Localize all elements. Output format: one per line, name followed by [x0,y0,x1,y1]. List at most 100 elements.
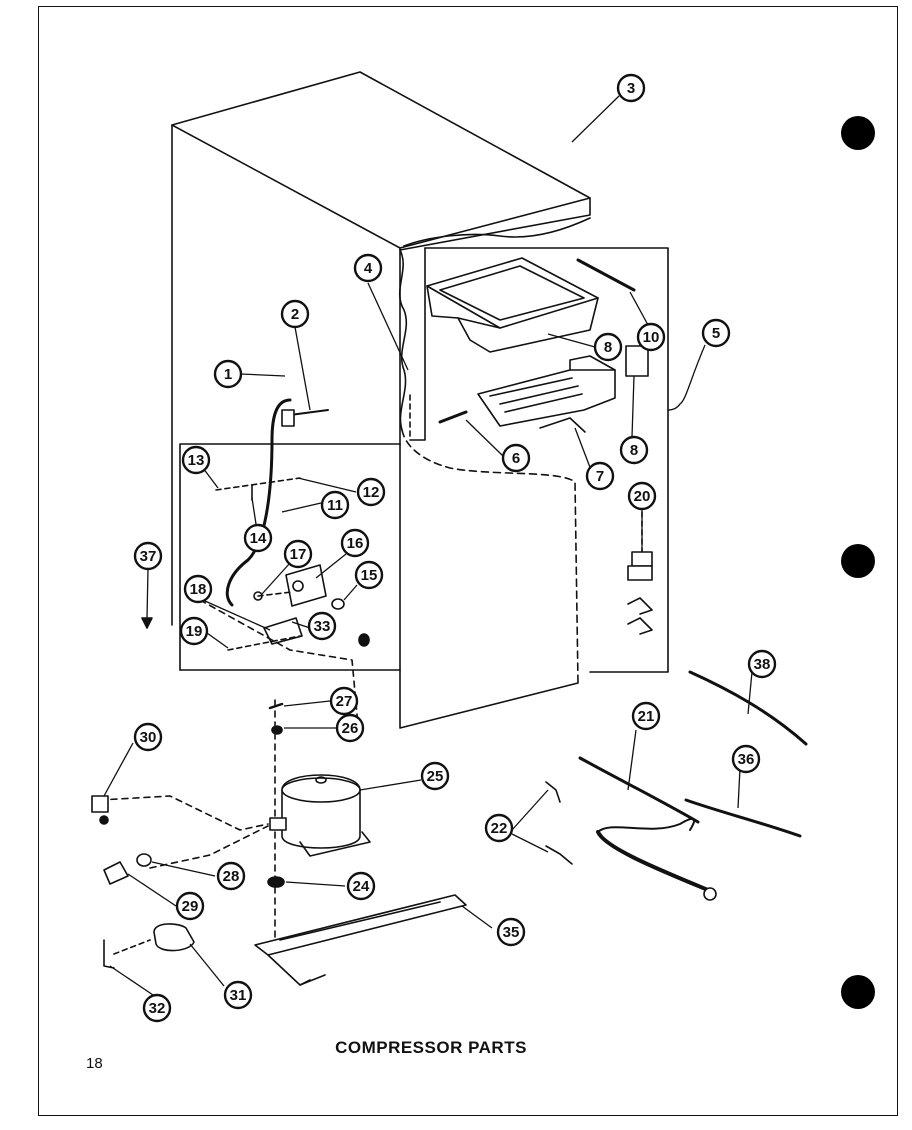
callout-circle [593,332,623,362]
callout-circle [627,481,657,511]
callout-circle [216,861,246,891]
callout-label: 18 [190,581,207,598]
callout-circle [616,73,646,103]
callout-circle [496,917,526,947]
callout-circle [223,980,253,1010]
callout-c14: 14 [243,523,273,553]
icemaker-kit-box [409,247,669,673]
leader-lines [103,95,753,998]
callout-label: 5 [712,325,720,342]
callout-c29: 29 [175,891,205,921]
callout-c2: 2 [280,299,310,329]
callout-c7: 7 [585,461,615,491]
callout-c27: 27 [329,686,359,716]
callout-c19: 19 [179,616,209,646]
page-border [38,6,898,1116]
callout-circle [484,813,514,843]
callout-label: 35 [503,924,520,941]
cabinet-drawing [171,71,591,729]
callout-c6: 6 [501,443,531,473]
callout-label: 27 [336,693,353,710]
callout-circle [340,528,370,558]
callout-circle [501,443,531,473]
callout-circle [631,701,661,731]
callout-c13: 13 [181,445,211,475]
callout-c22: 22 [484,813,514,843]
callout-circle [619,435,649,465]
callout-circle [636,322,666,352]
callout-circle [701,318,731,348]
callout-c26: 26 [335,713,365,743]
callout-label: 32 [149,1000,166,1017]
callout-c8b: 8 [619,435,649,465]
wiring-harness-drawing [545,670,808,901]
callout-c21: 21 [631,701,661,731]
callout-label: 4 [364,260,373,277]
callout-label: 20 [634,488,651,505]
callout-label: 8 [630,442,638,459]
callout-circle [280,299,310,329]
callout-label: 2 [291,306,299,323]
callout-c36: 36 [731,744,761,774]
callout-c17: 17 [283,539,313,569]
compressor-drawing [91,699,371,969]
callout-label: 24 [353,878,370,895]
callout-circle [346,871,376,901]
callout-circle [747,649,777,679]
callout-circle [320,490,350,520]
callout-label: 1 [224,366,232,383]
callout-c8a: 8 [593,332,623,362]
callout-c12: 12 [356,477,386,507]
callout-label: 21 [638,708,655,725]
callout-circle [420,761,450,791]
callout-c35: 35 [496,917,526,947]
callout-circle [133,722,163,752]
callout-label: 13 [188,452,205,469]
callout-circle [585,461,615,491]
callout-label: 30 [140,729,157,746]
callout-label: 15 [361,567,378,584]
callout-c25: 25 [420,761,450,791]
ice-bin-drawing [426,257,599,353]
callout-circle [335,713,365,743]
callout-c38: 38 [747,649,777,679]
callout-circle [142,993,172,1023]
callout-circle [213,359,243,389]
callout-label: 26 [342,720,359,737]
callout-label: 10 [643,329,660,346]
callout-c1: 1 [213,359,243,389]
callout-label: 31 [230,987,247,1004]
callout-circle [179,616,209,646]
callout-c20: 20 [627,481,657,511]
callout-c30: 30 [133,722,163,752]
label-plate-drawing [625,345,649,377]
callout-c4: 4 [353,253,383,283]
callout-label: 22 [491,820,508,837]
callout-label: 7 [596,468,604,485]
callout-c5: 5 [701,318,731,348]
callout-circle [133,541,163,571]
callout-label: 8 [604,339,612,356]
callout-circle [283,539,313,569]
callout-c18: 18 [183,574,213,604]
binder-hole-bottom [841,975,875,1009]
callout-label: 11 [327,497,343,514]
callout-label: 33 [314,618,331,635]
callout-circle [181,445,211,475]
callout-circle [731,744,761,774]
page-number: 18 [86,1055,103,1072]
callout-c24: 24 [346,871,376,901]
callout-c15: 15 [354,560,384,590]
callout-label: 6 [512,450,520,467]
callout-label: 12 [363,484,380,501]
switch-assembly-drawing [627,511,653,635]
callout-circle [356,477,386,507]
callout-circle [354,560,384,590]
callout-c28: 28 [216,861,246,891]
callout-label: 28 [223,868,240,885]
binder-hole-top [841,116,875,150]
callout-label: 3 [627,80,635,97]
callout-label: 38 [754,656,771,673]
